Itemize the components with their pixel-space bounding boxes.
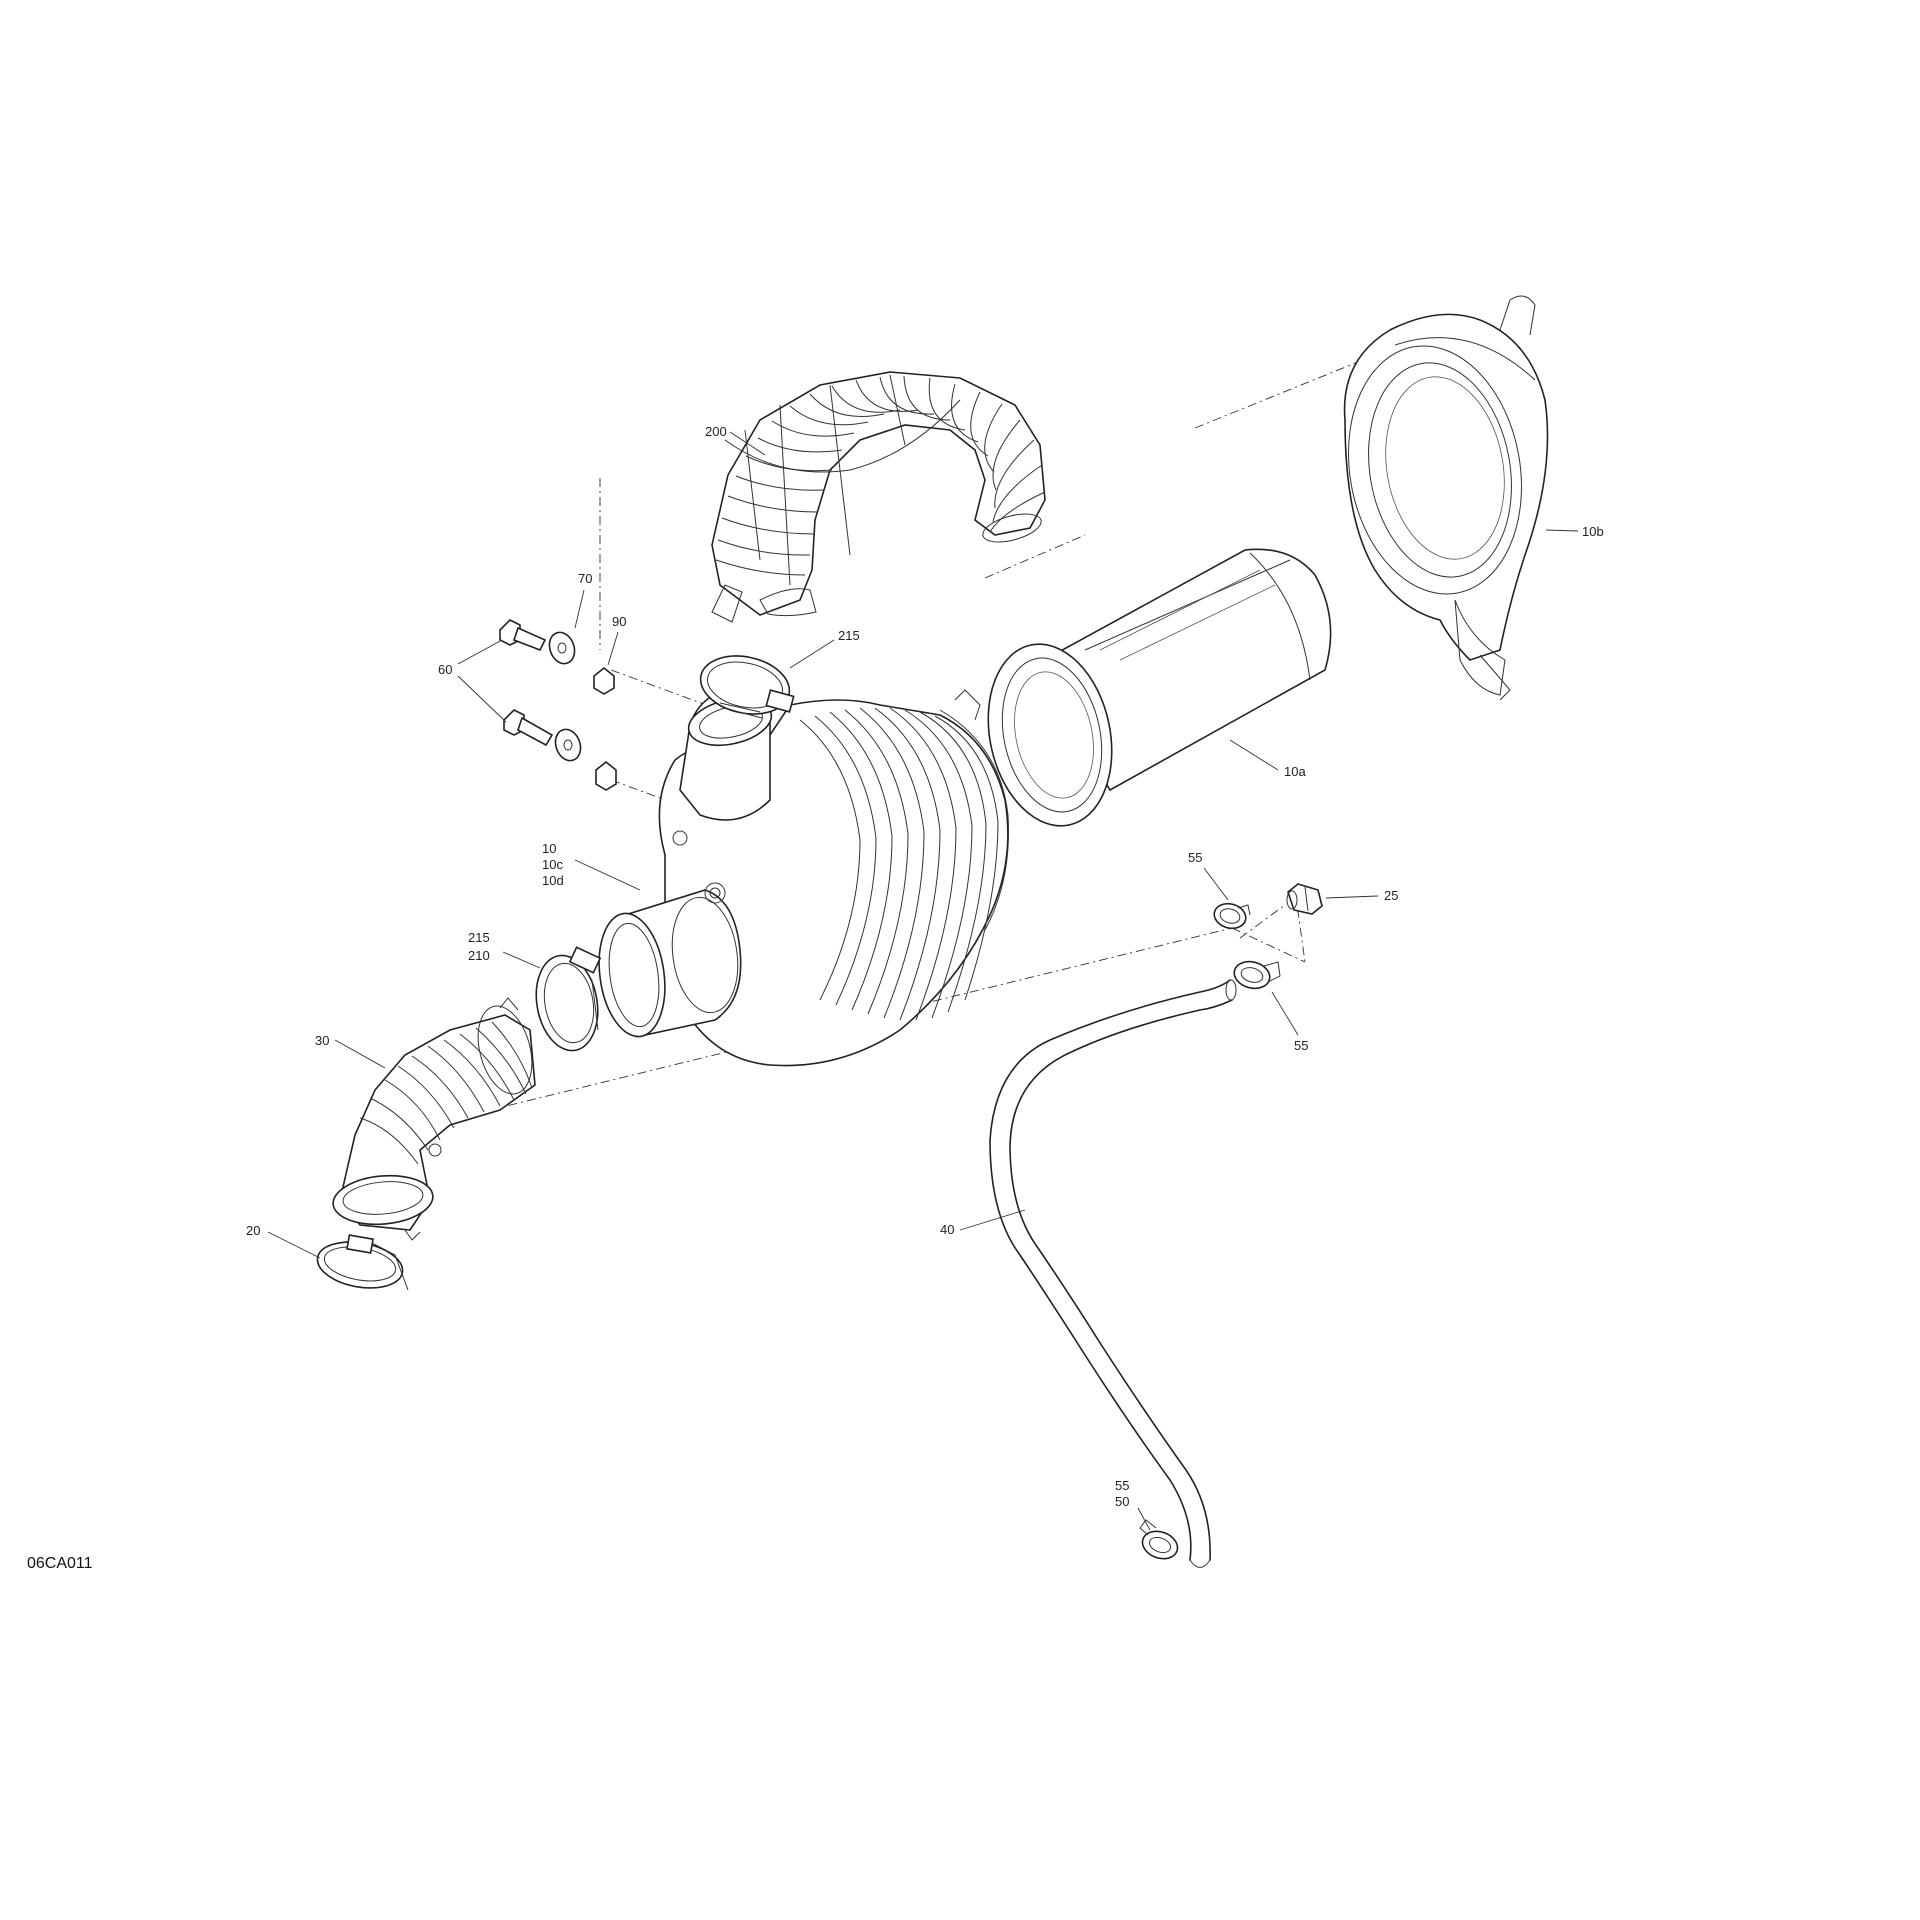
callout-70: 70 (578, 571, 592, 586)
callout-55-b: 55 (1294, 1038, 1308, 1053)
part-20-clamp[interactable] (314, 1234, 409, 1294)
part-55-clip-upper[interactable] (1211, 900, 1251, 931)
part-55-50-clip-bottom[interactable] (1139, 1519, 1182, 1563)
leader-70 (574, 589, 585, 629)
callout-50: 50 (1115, 1494, 1129, 1509)
callout-10: 10 (542, 841, 556, 856)
leader-200 (729, 431, 766, 456)
part-70-washer-lower[interactable] (551, 726, 584, 764)
part-90-spacer-upper[interactable] (593, 666, 615, 695)
callout-10d: 10d (542, 873, 564, 888)
callout-30: 30 (315, 1033, 329, 1048)
leader-20 (267, 1231, 321, 1259)
part-60-bolt-lower[interactable] (503, 709, 554, 747)
leader-55-b (1271, 991, 1299, 1036)
part-215-clamp-upper[interactable] (695, 648, 795, 721)
leader-60a (457, 639, 503, 665)
leader-55-50 (1137, 1507, 1151, 1531)
leader-10 (574, 859, 641, 891)
callout-215-left: 215 (468, 930, 490, 945)
part-25-valve[interactable] (1286, 883, 1323, 915)
leader-10b (1545, 529, 1579, 532)
part-70-washer-upper[interactable] (545, 629, 578, 667)
callout-10a: 10a (1284, 764, 1306, 779)
callout-210: 210 (468, 948, 490, 963)
callout-215-top: 215 (838, 628, 860, 643)
part-55-clip-middle[interactable] (1231, 958, 1281, 992)
part-215-clamp-lower[interactable] (529, 946, 605, 1055)
callout-55-a: 55 (1188, 850, 1202, 865)
leader-215-210 (502, 951, 541, 969)
callout-90: 90 (612, 614, 626, 629)
drawing-code: 06CA011 (27, 1555, 93, 1572)
callout-55-c: 55 (1115, 1478, 1129, 1493)
leader-215-top (789, 639, 835, 669)
part-10-air-filter-housing[interactable] (592, 689, 1009, 1067)
part-90-spacer-lower[interactable] (595, 760, 617, 791)
callout-40: 40 (940, 1222, 954, 1237)
callout-10c: 10c (542, 857, 563, 872)
part-10b-housing-cover[interactable] (1330, 295, 1549, 701)
part-30-lower-duct[interactable] (331, 997, 541, 1241)
part-200-intake-duct[interactable] (711, 371, 1046, 623)
leader-60b (457, 675, 507, 723)
part-40-drain-hose[interactable] (989, 979, 1237, 1568)
leader-55-a (1203, 867, 1229, 901)
callout-25: 25 (1384, 888, 1398, 903)
callout-200: 200 (705, 424, 727, 439)
callout-60: 60 (438, 662, 452, 677)
part-10a-filter-element[interactable] (972, 548, 1332, 837)
leader-10a (1229, 739, 1279, 771)
leader-90 (607, 631, 619, 666)
part-60-bolt-upper[interactable] (499, 619, 547, 652)
leader-25 (1325, 895, 1379, 899)
leader-40 (959, 1209, 1026, 1231)
callout-10b: 10b (1582, 524, 1604, 539)
leader-30 (334, 1039, 386, 1069)
callout-20: 20 (246, 1223, 260, 1238)
